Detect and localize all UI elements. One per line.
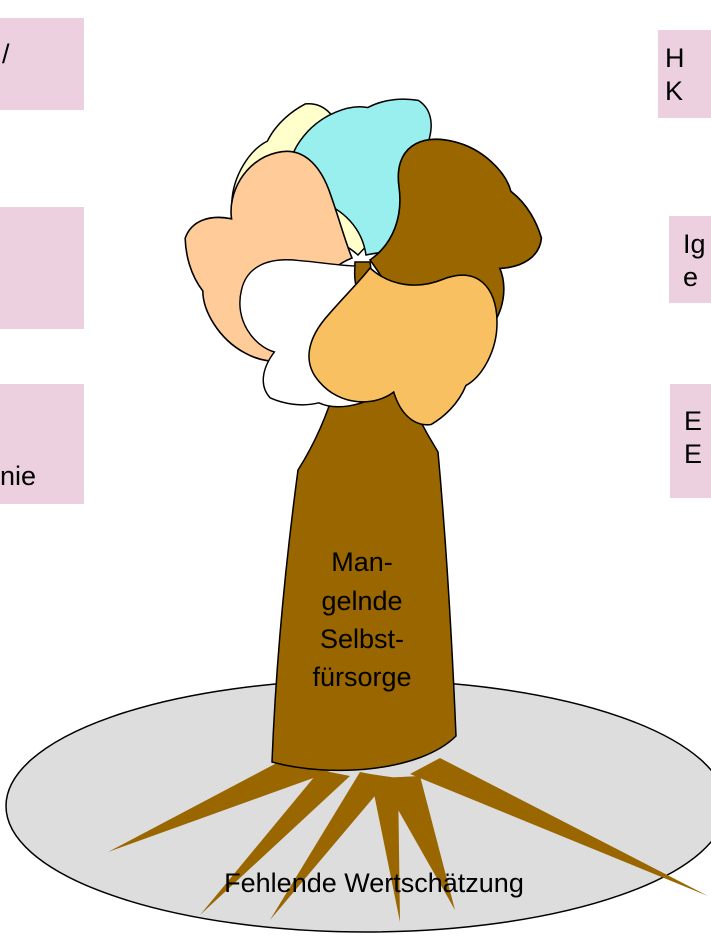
trunk-label-line-1: Man-	[331, 547, 393, 577]
trunk-label-line-3: Selbst-	[320, 624, 404, 654]
trunk-label-line-2: gelnde	[321, 586, 402, 616]
roots-label: Fehlende Wertschätzung	[224, 868, 524, 898]
trunk-label-line-4: fürsorge	[312, 662, 411, 692]
